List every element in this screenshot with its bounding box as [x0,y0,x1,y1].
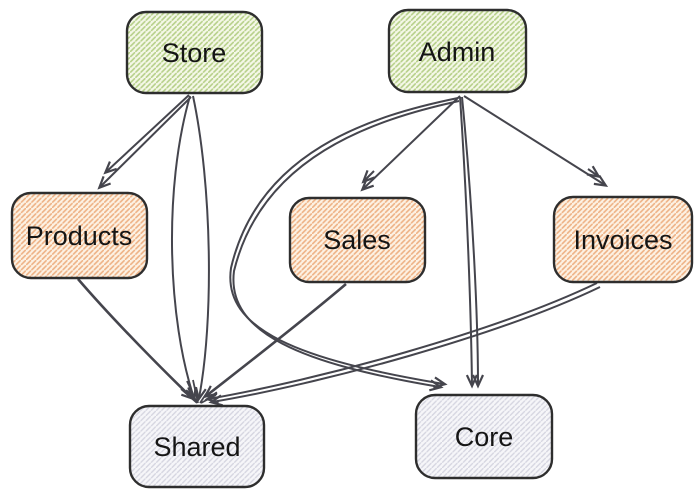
edge-invoices-shared-2 [208,286,601,407]
node-core: Core [414,393,554,480]
edge-admin-core-sweep-1 [229,97,459,389]
node-shared-label: Shared [153,432,240,462]
edge-admin-core-sweep-2 [232,100,460,392]
edge-admin-sales-extra-arrow [361,170,375,184]
edge-products-shared [77,278,195,401]
node-invoices: Invoices [552,195,694,284]
node-store: Store [125,10,264,95]
node-products: Products [10,191,149,280]
node-sales: Sales [288,196,427,284]
edges [77,94,609,407]
node-invoices-label: Invoices [573,225,672,255]
nodes: Store Admin Products Sales Invoices Shar… [10,8,694,489]
node-products-label: Products [26,221,133,251]
edge-invoices-shared-1 [204,282,598,404]
shared-arrow-fan [180,379,217,404]
edge-store-shared-1 [170,95,197,402]
edge-store-products-2 [97,96,192,190]
edge-sales-shared [203,283,347,399]
node-shared: Shared [128,404,266,489]
node-admin: Admin [387,8,528,94]
edge-store-products-1 [103,94,190,175]
node-admin-label: Admin [419,37,496,67]
edge-admin-invoices [463,95,609,187]
node-sales-label: Sales [323,225,391,255]
edge-admin-sales [360,95,461,192]
node-store-label: Store [162,38,227,68]
edge-admin-core-2 [461,96,485,389]
edge-store-shared-2 [192,95,210,402]
edge-admin-invoices-extra-arrow [586,165,601,179]
node-core-label: Core [455,422,514,452]
edge-admin-core-1 [459,96,478,389]
